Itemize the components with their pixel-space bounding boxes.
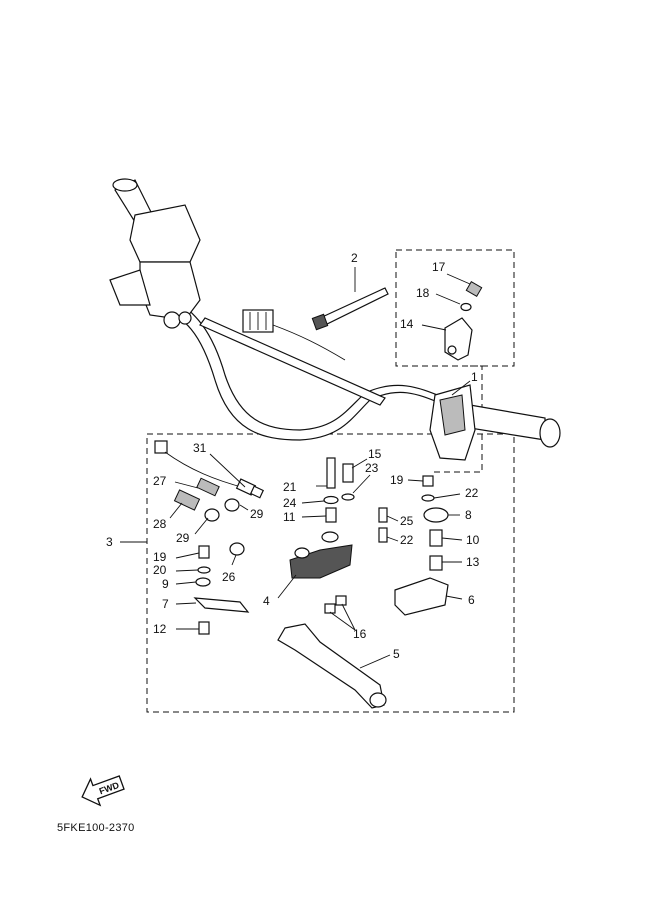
callout-10: 10 [466, 533, 480, 547]
callout-9: 9 [162, 577, 169, 591]
part-2-cable-tie [311, 287, 389, 331]
part-18-washer [460, 302, 472, 312]
callout-7: 7 [162, 597, 169, 611]
wire-connector [242, 309, 346, 361]
callout-12: 12 [153, 622, 167, 636]
callout-4: 4 [263, 594, 270, 608]
part-29-screw-lower [173, 489, 201, 511]
part-23-bolt [326, 457, 336, 489]
part-10-plunger [429, 529, 443, 547]
callout-3: 3 [106, 535, 113, 549]
left-grip-assembly [109, 178, 201, 329]
part-8-plate [423, 507, 449, 523]
part-5-lever [277, 623, 387, 709]
callout-28: 26 [222, 570, 236, 584]
callout-1: 1 [471, 370, 478, 384]
callout-8: 8 [465, 508, 472, 522]
assembly-box-14-17 [395, 249, 515, 367]
part-7-plate [193, 597, 250, 613]
callout-6: 6 [468, 593, 475, 607]
callout-23: 21 [283, 480, 297, 494]
callout-5: 5 [393, 647, 400, 661]
part-30-nut-lower [204, 508, 220, 522]
callout-19: 19 [153, 550, 167, 564]
part-15-bolt [342, 463, 354, 483]
part-14-holder [444, 317, 473, 361]
callout-30-lower: 29 [176, 531, 190, 545]
part-6-switch-body [394, 577, 449, 616]
callout-13: 13 [466, 555, 480, 569]
callout-11: 11 [283, 510, 296, 524]
callouts: 2 17 18 14 1 3 31 27 28 29 29 19 20 9 7 … [106, 251, 480, 661]
callout-24: 22 [400, 533, 414, 547]
part-16-nut [324, 595, 347, 614]
callout-2: 2 [351, 251, 358, 265]
callout-14: 14 [400, 317, 414, 331]
part-26-washer [323, 495, 339, 505]
callout-22: 22 [465, 486, 479, 500]
part-9-washer [195, 577, 211, 587]
part-19-screw [198, 545, 210, 559]
callout-29-lower: 28 [153, 517, 167, 531]
part-31-cable [154, 440, 265, 499]
fwd-arrow-icon: FWD [81, 775, 125, 807]
callout-16: 16 [353, 627, 367, 641]
part-24-pin [378, 527, 388, 543]
callout-27: 25 [400, 514, 414, 528]
diagram-code: 5FKE100-2370 [57, 822, 135, 834]
part-21-screw [422, 475, 434, 487]
leader-lines [120, 267, 471, 669]
part-27-pin [378, 507, 388, 523]
callout-31: 31 [193, 441, 207, 455]
callout-21: 19 [390, 473, 404, 487]
part-1-switch [429, 384, 476, 461]
callout-20: 20 [153, 563, 167, 577]
part-29-screw-upper [196, 477, 220, 497]
part-4-holder [289, 531, 353, 579]
callout-15: 15 [368, 447, 382, 461]
callout-17: 17 [432, 260, 446, 274]
callout-18: 18 [416, 286, 430, 300]
part-30-nut-upper [224, 498, 240, 512]
part-13-spring [429, 555, 443, 571]
handlebar [158, 295, 561, 448]
callout-26: 24 [283, 496, 297, 510]
callout-30-upper: 29 [250, 507, 264, 521]
part-25-washer [341, 493, 355, 501]
part-20-washer [197, 566, 211, 574]
part-22-washer [421, 494, 435, 502]
part-12-spring [198, 621, 210, 635]
callout-25: 23 [365, 461, 379, 475]
callout-29-upper: 27 [153, 474, 167, 488]
part-17-screw [465, 280, 483, 298]
part-28-adjuster [229, 542, 245, 556]
part-11-collar [325, 507, 337, 523]
